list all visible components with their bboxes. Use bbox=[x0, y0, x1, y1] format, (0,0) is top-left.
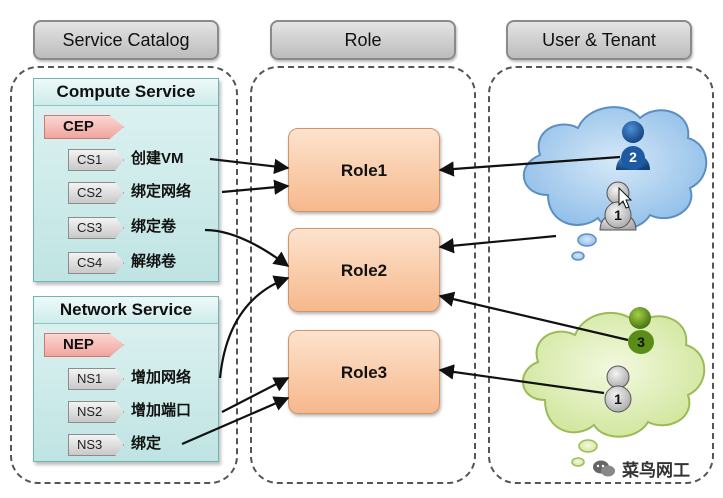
watermark-text: 菜鸟网工 bbox=[622, 461, 690, 480]
compute-service-title: Compute Service bbox=[34, 79, 218, 106]
ns3-label: NS3 bbox=[68, 434, 124, 456]
service-catalog-column bbox=[10, 66, 238, 484]
gray-user-number-green-tenant: 1 bbox=[614, 391, 622, 407]
cs3-label: CS3 bbox=[68, 217, 124, 239]
compute-service-panel: Compute Service bbox=[33, 78, 219, 282]
cs1-label: CS1 bbox=[68, 149, 124, 171]
cep-endpoint-label: CEP bbox=[44, 115, 124, 139]
ns1-action: 增加网络 bbox=[131, 369, 192, 386]
cs2-action: 绑定网络 bbox=[131, 183, 192, 200]
role1-box: Role1 bbox=[288, 128, 440, 212]
nep-endpoint-label: NEP bbox=[44, 333, 124, 357]
ns3-action: 绑定 bbox=[131, 435, 162, 452]
ns2-action: 增加端口 bbox=[131, 402, 192, 419]
ns1-label: NS1 bbox=[68, 368, 124, 390]
gray-user-number-blue-tenant: 1 bbox=[614, 207, 622, 223]
role-header: Role bbox=[270, 20, 456, 60]
cs3-action: 绑定卷 bbox=[131, 218, 177, 235]
blue-user-number: 2 bbox=[629, 149, 637, 165]
network-service-title: Network Service bbox=[34, 297, 218, 324]
cs2-label: CS2 bbox=[68, 182, 124, 204]
role2-box: Role2 bbox=[288, 228, 440, 312]
role-column bbox=[250, 66, 476, 484]
watermark: 菜鸟网工 bbox=[592, 456, 690, 481]
cs1-action: 创建VM bbox=[131, 150, 184, 167]
wechat-icon bbox=[593, 460, 615, 476]
network-service-panel: Network Service bbox=[33, 296, 219, 462]
cs4-label: CS4 bbox=[68, 252, 124, 274]
ns2-label: NS2 bbox=[68, 401, 124, 423]
service-catalog-header: Service Catalog bbox=[33, 20, 219, 60]
role3-box: Role3 bbox=[288, 330, 440, 414]
user-tenant-header: User & Tenant bbox=[506, 20, 692, 60]
cs4-action: 解绑卷 bbox=[131, 253, 177, 270]
user-tenant-column bbox=[488, 66, 714, 484]
green-user-number: 3 bbox=[637, 334, 645, 350]
